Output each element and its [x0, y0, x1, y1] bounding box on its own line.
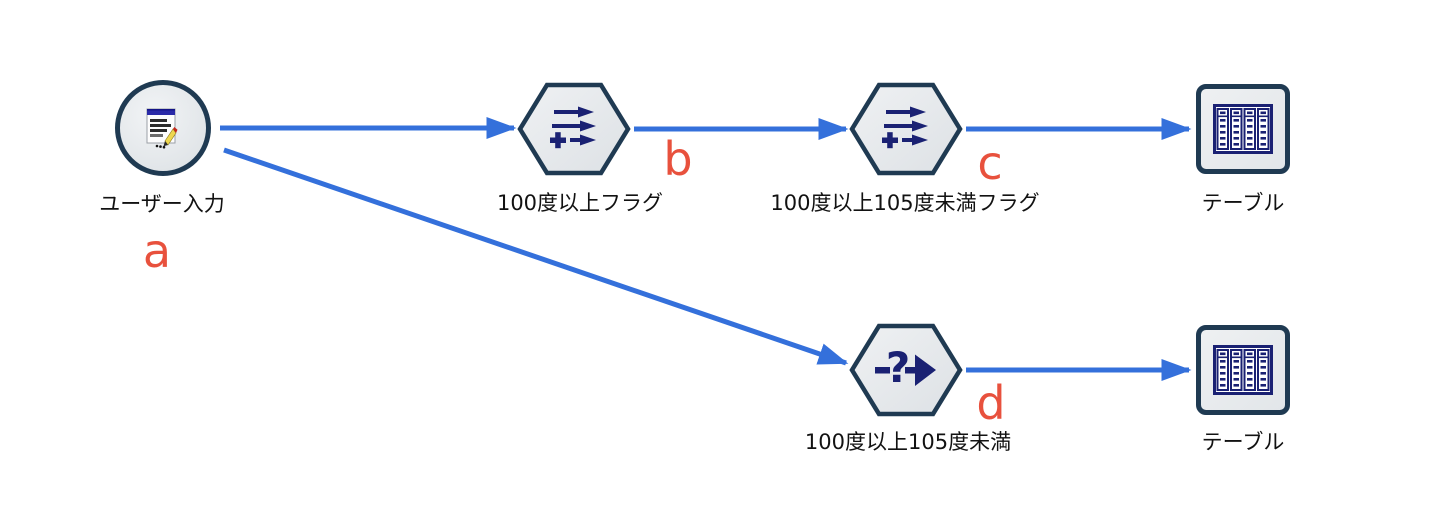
- node-label-derive-flag-100: 100度以上フラグ: [496, 191, 664, 215]
- table-icon: [1213, 345, 1273, 395]
- hexagon-shape: [517, 82, 631, 176]
- annotation-letter-a: a: [142, 224, 172, 278]
- node-select-100-105[interactable]: ?: [849, 323, 963, 417]
- node-user-input[interactable]: [115, 80, 211, 176]
- connection-userinput-select[interactable]: [223, 147, 849, 366]
- annotation-letter-d: d: [976, 376, 1006, 430]
- node-table-top[interactable]: [1196, 84, 1290, 174]
- derive-icon: [882, 106, 928, 149]
- table-icon: [1213, 104, 1273, 154]
- annotation-letter-b: b: [663, 132, 693, 186]
- hexagon-shape: [849, 82, 963, 176]
- select-icon: ?: [875, 343, 936, 392]
- node-label-derive-flag-100-105: 100度以上105度未満フラグ: [770, 191, 1040, 215]
- node-label-table-top: テーブル: [1201, 191, 1285, 215]
- user-input-icon: [146, 108, 178, 149]
- node-derive-flag-100[interactable]: [517, 82, 631, 176]
- node-derive-flag-100-105[interactable]: [849, 82, 963, 176]
- node-label-select-100-105: 100度以上105度未満: [804, 430, 1012, 454]
- node-label-table-bottom: テーブル: [1201, 430, 1285, 454]
- derive-icon: [550, 106, 596, 149]
- node-label-user-input: ユーザー入力: [99, 192, 225, 216]
- node-table-bottom[interactable]: [1196, 325, 1290, 415]
- annotation-letter-c: c: [977, 136, 1003, 190]
